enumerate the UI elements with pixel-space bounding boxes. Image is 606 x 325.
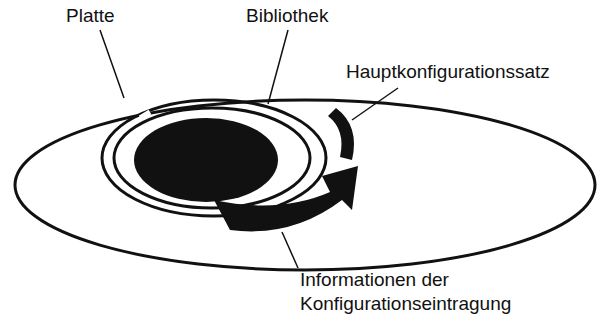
leader-line — [282, 232, 298, 268]
library-ring-outer — [102, 100, 326, 216]
config-entry-arrow — [214, 166, 358, 231]
leader-line — [352, 88, 398, 120]
library-ring-inner — [114, 108, 310, 208]
platter-outline — [15, 100, 595, 270]
callout-label: Informationen der Konfigurationseintragu… — [300, 268, 580, 316]
callout-label: Platte — [66, 4, 186, 28]
callout-label: Hauptkonfigurationssatz — [346, 60, 596, 84]
spindle-hole — [134, 118, 278, 202]
leader-line — [100, 30, 124, 98]
main-config-record — [328, 108, 354, 160]
callout-label: Bibliothek — [246, 4, 406, 28]
leader-line — [268, 30, 288, 104]
